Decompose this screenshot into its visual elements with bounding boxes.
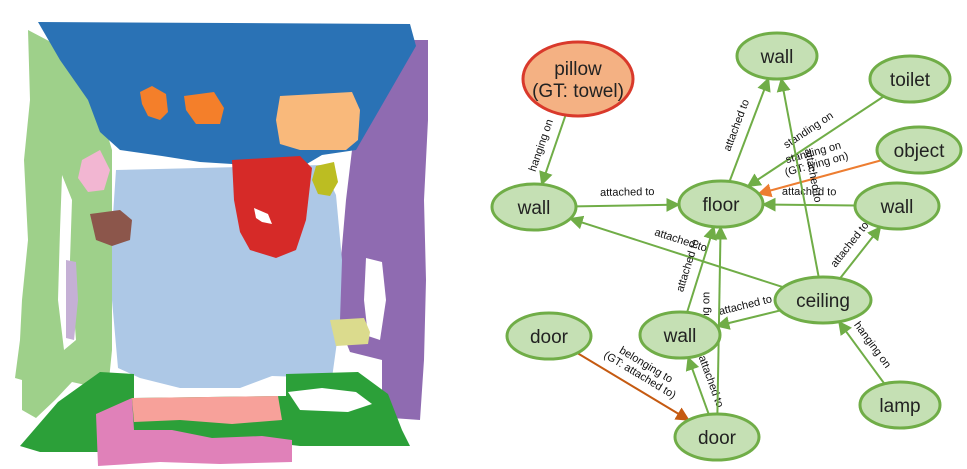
node-pillow: pillow(GT: towel) [521,40,635,118]
node-ellipse [853,181,941,231]
node-ellipse [773,275,873,325]
edge-floor-to-wall_top [728,77,771,182]
node-ellipse [638,310,722,360]
segment-object-red [232,156,312,258]
edge-door_bottom-to-wall_mid [685,356,710,415]
node-label: lamp [879,396,920,417]
node-toilet: toilet [868,54,952,104]
node-label: pillow(GT: towel) [532,59,624,102]
segment-object-pink [78,150,110,192]
segment-object-olive [312,162,338,196]
node-label: door [698,428,737,449]
edge-pillow-to-wall_left [539,114,567,186]
segment-rug [132,396,282,424]
edge-door_left-to-door_bottom [576,352,690,421]
node-label: floor [703,195,741,216]
segment-gap [288,388,372,412]
node-lamp: lamp [858,380,942,430]
node-label: door [530,327,569,348]
segment-object-peach [276,92,360,150]
node-ellipse [505,311,593,361]
edge-label: attached to [653,226,708,254]
segment-mat [96,398,292,466]
node-label: wall [880,197,914,218]
edge-ceiling-to-wall_mid [715,309,781,330]
edge-label: attached to [828,220,871,270]
node-label: object [894,141,945,162]
edge-toilet-to-floor [746,95,885,188]
edge-lamp-to-ceiling [838,320,886,385]
node-door-left: door [505,311,593,361]
edge-label: attached to [722,98,752,153]
graph-nodes: pillow(GT: towel) wall toilet object wall flo… [490,31,963,462]
edge-label: attached to [600,186,655,199]
edge-ceiling-to-wall_right [839,226,882,280]
edge-ceiling-to-wall_top [776,77,820,278]
node-wall-right: wall [853,181,941,231]
node-ellipse [858,380,942,430]
segment-object-brown [90,210,132,246]
edge-wall_mid-to-floor [686,225,717,313]
edge-label: attached to [696,354,726,409]
node-ellipse [868,54,952,104]
edge-object-to-floor [757,159,882,198]
node-ellipse [735,31,819,81]
node-label: wall [663,326,697,347]
edge-label: attached to [674,238,702,294]
node-object: object [875,125,963,175]
segment-gap [254,208,272,224]
node-wall-top: wall [735,31,819,81]
node-ellipse [677,179,765,229]
segment-object-orange [140,86,168,120]
node-ceiling: ceiling [773,275,873,325]
node-ellipse [875,125,963,175]
edge-door_bottom-to-floor [713,225,728,415]
node-door-bottom: door [673,412,761,462]
node-floor: floor [677,179,765,229]
segment-object-orange [184,92,224,124]
segment-object-lavender [66,260,78,340]
node-label: wall [760,47,794,68]
node-label: wall [517,198,551,219]
edge-wall_left-to-floor [575,197,681,212]
edge-label: hanging on [851,320,893,371]
node-label: toilet [890,70,931,91]
node-label: ceiling [796,291,850,312]
edge-label: hanging on [527,118,556,173]
node-wall-left: wall [490,182,578,232]
segmented-room-scan [15,22,428,466]
edge-label: attached to [782,186,837,199]
node-ellipse [490,182,578,232]
node-ellipse [673,412,761,462]
node-ellipse [521,40,635,118]
node-wall-mid: wall [638,310,722,360]
edge-ceiling-to-wall_left [568,215,784,289]
edge-wall_right-to-floor [761,197,856,212]
segment-gap [364,258,386,340]
segment-object-khaki [330,318,370,346]
